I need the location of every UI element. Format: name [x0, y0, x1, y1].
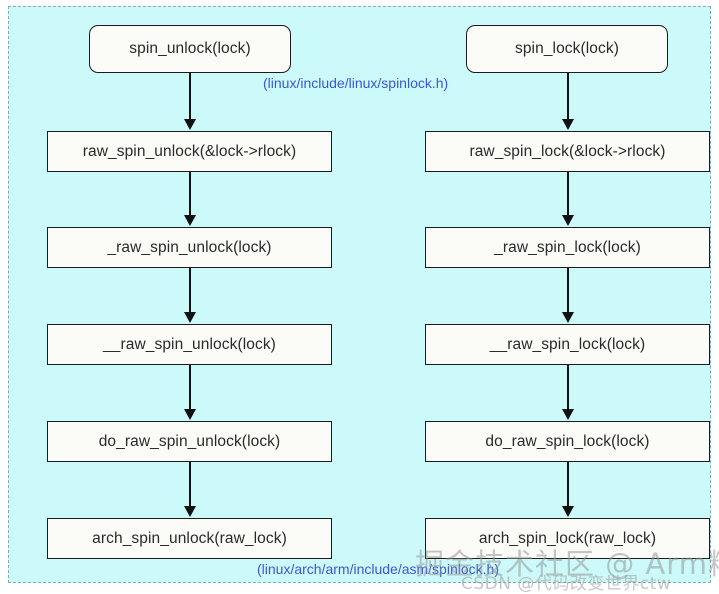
arrow-left-1 — [183, 172, 197, 226]
arrow-head-icon — [562, 409, 574, 420]
arrow-right-1 — [561, 172, 575, 226]
arrow-shaft — [567, 462, 569, 508]
arrow-head-icon — [562, 119, 574, 130]
diagram-panel: spin_unlock(lock) raw_spin_unlock(&lock-… — [8, 6, 719, 594]
arrow-shaft — [567, 268, 569, 314]
arrow-left-0 — [183, 73, 197, 130]
node-underscore-raw-spin-unlock[interactable]: _raw_spin_unlock(lock) — [47, 227, 332, 268]
arrow-left-3 — [183, 365, 197, 420]
arrow-left-4 — [183, 462, 197, 517]
arrow-head-icon — [184, 119, 196, 130]
arrow-head-icon — [184, 312, 196, 323]
arrow-shaft — [567, 73, 569, 121]
arrow-left-2 — [183, 268, 197, 323]
node-spin-lock[interactable]: spin_lock(lock) — [466, 25, 668, 73]
arrow-head-icon — [562, 215, 574, 226]
arrow-shaft — [189, 172, 191, 217]
annotation-top-header-path: (linux/include/linux/spinlock.h) — [263, 75, 449, 91]
arrow-right-3 — [561, 365, 575, 420]
node-do-raw-spin-lock[interactable]: do_raw_spin_lock(lock) — [425, 421, 710, 462]
arrow-head-icon — [562, 506, 574, 517]
arrow-right-0 — [561, 73, 575, 130]
node-raw-spin-lock[interactable]: raw_spin_lock(&lock->rlock) — [425, 131, 710, 172]
node-double-underscore-raw-spin-lock[interactable]: __raw_spin_lock(lock) — [425, 324, 710, 365]
arrow-shaft — [189, 73, 191, 121]
annotation-bottom-arch-path: (linux/arch/arm/include/asm/spinlock.h) — [257, 561, 499, 577]
arrow-head-icon — [184, 409, 196, 420]
arrow-shaft — [567, 172, 569, 217]
arrow-shaft — [189, 365, 191, 411]
arrow-right-2 — [561, 268, 575, 323]
node-underscore-raw-spin-lock[interactable]: _raw_spin_lock(lock) — [425, 227, 710, 268]
arrow-shaft — [189, 462, 191, 508]
node-arch-spin-unlock[interactable]: arch_spin_unlock(raw_lock) — [47, 518, 332, 559]
arrow-right-4 — [561, 462, 575, 517]
arrow-shaft — [189, 268, 191, 314]
arrow-head-icon — [184, 215, 196, 226]
node-raw-spin-unlock[interactable]: raw_spin_unlock(&lock->rlock) — [47, 131, 332, 172]
node-double-underscore-raw-spin-unlock[interactable]: __raw_spin_unlock(lock) — [47, 324, 332, 365]
node-do-raw-spin-unlock[interactable]: do_raw_spin_unlock(lock) — [47, 421, 332, 462]
arrow-head-icon — [562, 312, 574, 323]
arrow-shaft — [567, 365, 569, 411]
node-arch-spin-lock[interactable]: arch_spin_lock(raw_lock) — [425, 518, 710, 559]
arrow-head-icon — [184, 506, 196, 517]
node-spin-unlock[interactable]: spin_unlock(lock) — [89, 25, 291, 73]
